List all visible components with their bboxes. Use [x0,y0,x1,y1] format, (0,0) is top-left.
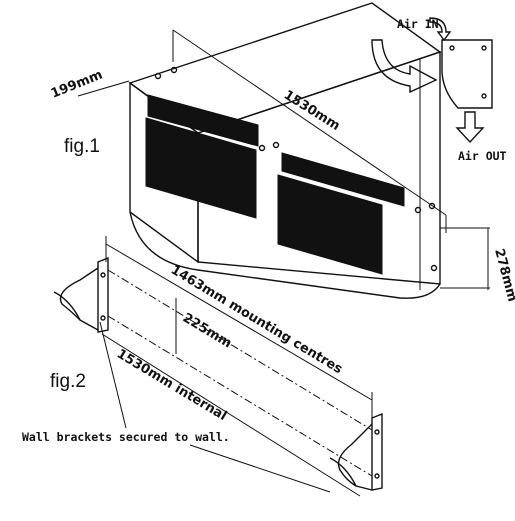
airflow-inset [371,17,493,144]
dimension-lines-fig2 [101,236,373,497]
internal-width-dimension: 1530mm internal [114,347,229,424]
wall-bracket-note: Wall brackets secured to wall. [22,430,230,444]
air-out-label: Air OUT [458,149,507,163]
fig2-label: fig.2 [50,371,86,392]
louvre-grille-left [145,94,259,219]
louvre-grille-right [277,152,405,275]
air-in-label: Air IN [397,17,439,31]
depth-dimension: 199mm [49,67,105,101]
right-wall-bracket [329,412,383,491]
bracket-height-dimension: 225mm [180,311,234,352]
height-dimension: 278mm [491,247,515,303]
left-wall-bracket [53,256,109,333]
fig1-label: fig.1 [64,136,100,157]
dimension-lines-fig1 [77,29,490,290]
note-leader-lines [99,321,331,493]
